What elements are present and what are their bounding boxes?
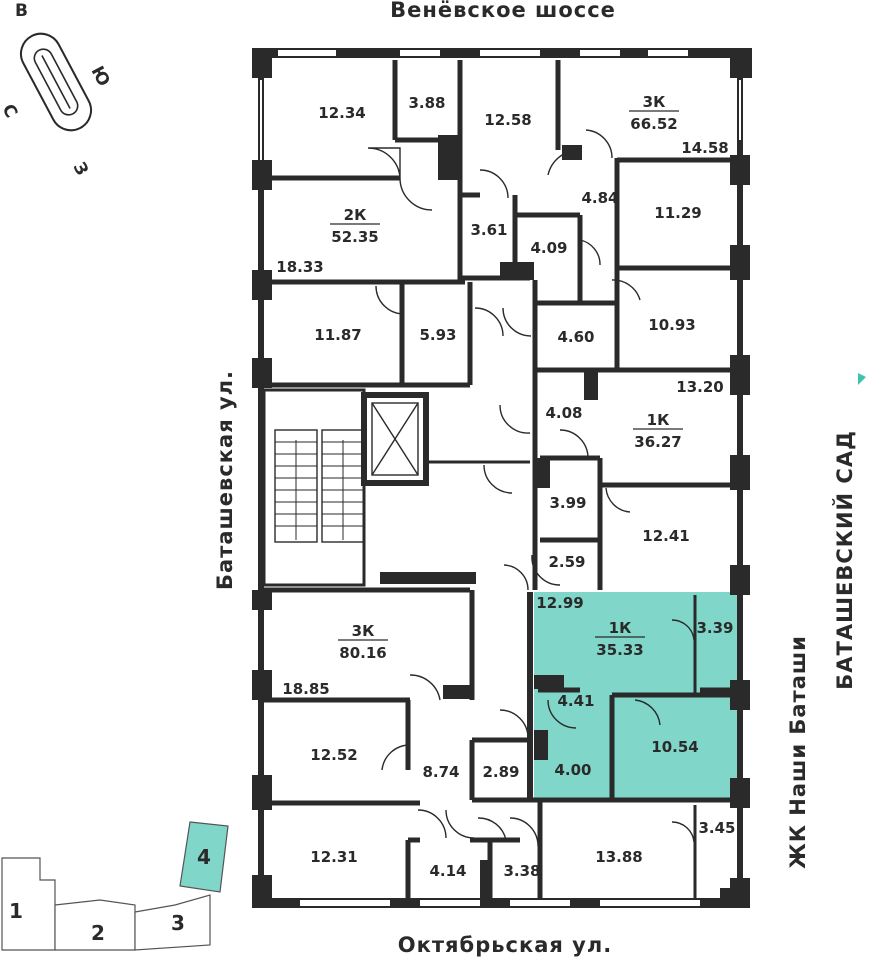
room-area: 3.38 <box>503 862 540 880</box>
compass-south: С <box>0 101 21 121</box>
apartment-type: 2К <box>344 206 367 224</box>
site-key-plan: 1 2 3 4 <box>1 821 229 951</box>
building-number-active[interactable]: 4 <box>197 845 211 869</box>
apartment-area: 35.33 <box>596 641 643 659</box>
room-area: 14.58 <box>681 139 728 157</box>
room-area: 12.99 <box>536 594 583 612</box>
room-area: 4.60 <box>557 328 594 346</box>
compass <box>19 32 93 132</box>
room-area: 4.08 <box>545 404 582 422</box>
room-area: 5.93 <box>419 326 456 344</box>
compass-east: В <box>15 1 28 21</box>
room-area: 3.99 <box>549 494 586 512</box>
stairs-icon <box>274 429 365 543</box>
street-bottom: Октябрьская ул. <box>398 933 612 957</box>
room-area: 18.33 <box>276 258 323 276</box>
building-number: 1 <box>9 899 23 923</box>
room-area: 10.54 <box>651 738 698 756</box>
room-area: 13.88 <box>595 848 642 866</box>
room-area: 3.39 <box>696 619 733 637</box>
room-area: 18.85 <box>282 680 329 698</box>
apartment-type: 1К <box>647 411 670 429</box>
room-area: 3.45 <box>698 819 735 837</box>
room-area: 11.87 <box>314 326 361 344</box>
arrow-icon <box>858 373 866 385</box>
room-area: 4.00 <box>554 761 591 779</box>
room-area: 10.93 <box>648 316 695 334</box>
compass-west: З <box>69 159 92 179</box>
apartment-area: 66.52 <box>630 115 677 133</box>
street-right-outer: БАТАШЕВСКИЙ САД <box>832 430 857 690</box>
apartment-type: 3К <box>643 93 666 111</box>
street-left: Баташевская ул. <box>213 370 237 590</box>
apartment-type: 3К <box>352 622 375 640</box>
room-area: 3.88 <box>408 94 445 112</box>
room-area: 12.34 <box>318 104 365 122</box>
room-area: 2.89 <box>482 763 519 781</box>
room-area: 12.41 <box>642 527 689 545</box>
apartment-area: 36.27 <box>634 433 681 451</box>
building-number: 3 <box>171 911 185 935</box>
room-area: 4.84 <box>581 189 618 207</box>
room-area: 4.14 <box>429 862 466 880</box>
apartment-area: 52.35 <box>331 228 378 246</box>
room-area: 2.59 <box>548 553 585 571</box>
room-area: 11.29 <box>654 204 701 222</box>
apartment-area: 80.16 <box>339 644 386 662</box>
room-area: 3.61 <box>470 221 507 239</box>
building-number: 2 <box>91 921 105 945</box>
apartment-labels: 2К 52.35 3К 66.52 1К 36.27 3К 80.16 1К 3… <box>330 93 683 662</box>
room-area: 8.74 <box>422 763 459 781</box>
room-area: 12.52 <box>310 746 357 764</box>
room-area: 4.09 <box>530 239 567 257</box>
street-right-inner: ЖК Наши Баташи <box>786 635 810 869</box>
room-area: 13.20 <box>676 378 723 396</box>
room-area: 12.31 <box>310 848 357 866</box>
room-labels: 12.34 3.88 18.33 11.87 5.93 12.58 3.61 4… <box>276 94 735 880</box>
room-area: 4.41 <box>557 692 594 710</box>
compass-north: Ю <box>87 63 114 90</box>
apartment-type: 1К <box>609 619 632 637</box>
room-area: 12.58 <box>484 111 531 129</box>
street-top: Венёвское шоссе <box>390 0 616 22</box>
